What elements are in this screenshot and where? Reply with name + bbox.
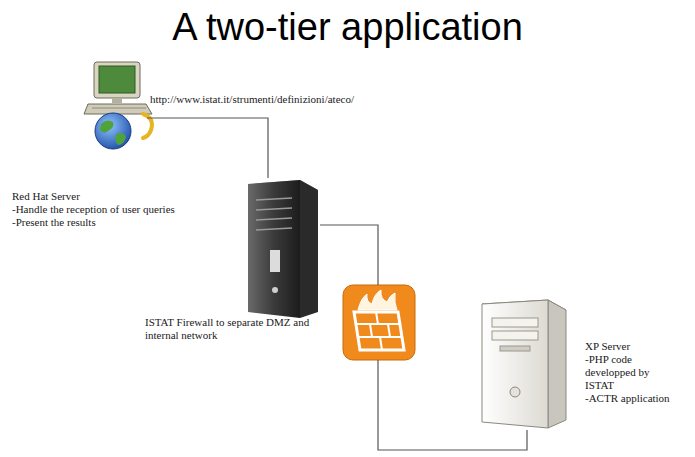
- node-note: -Handle the reception of user queries: [12, 203, 175, 216]
- node-label: Red Hat Server: [12, 190, 80, 203]
- firewall-icon: [343, 285, 415, 360]
- title: A two-tier application: [0, 6, 695, 49]
- web-server: Red Hat Server-Handle the reception of u…: [246, 178, 320, 320]
- node-label: http://www.istat.it/strumenti/definizion…: [150, 93, 354, 106]
- application-server: XP Server-PHP code developped by ISTAT-A…: [480, 298, 568, 430]
- network-link: [147, 118, 268, 178]
- firewall: ISTAT Firewall to separate DMZ and inter…: [343, 285, 415, 360]
- server-tower: [482, 300, 566, 428]
- client-computer: [84, 62, 152, 149]
- node-label: ISTAT Firewall to separate DMZ and inter…: [145, 316, 317, 342]
- node-label: XP Server: [585, 340, 630, 353]
- server-tower: [248, 180, 318, 318]
- network-link: [378, 360, 527, 450]
- node-note: -ACTR application: [585, 392, 670, 405]
- node-note: -Present the results: [12, 216, 96, 229]
- client-computer: http://www.istat.it/strumenti/definizion…: [85, 60, 147, 154]
- network-link: [320, 225, 378, 285]
- node-note: -PHP code developped by ISTAT: [585, 353, 667, 392]
